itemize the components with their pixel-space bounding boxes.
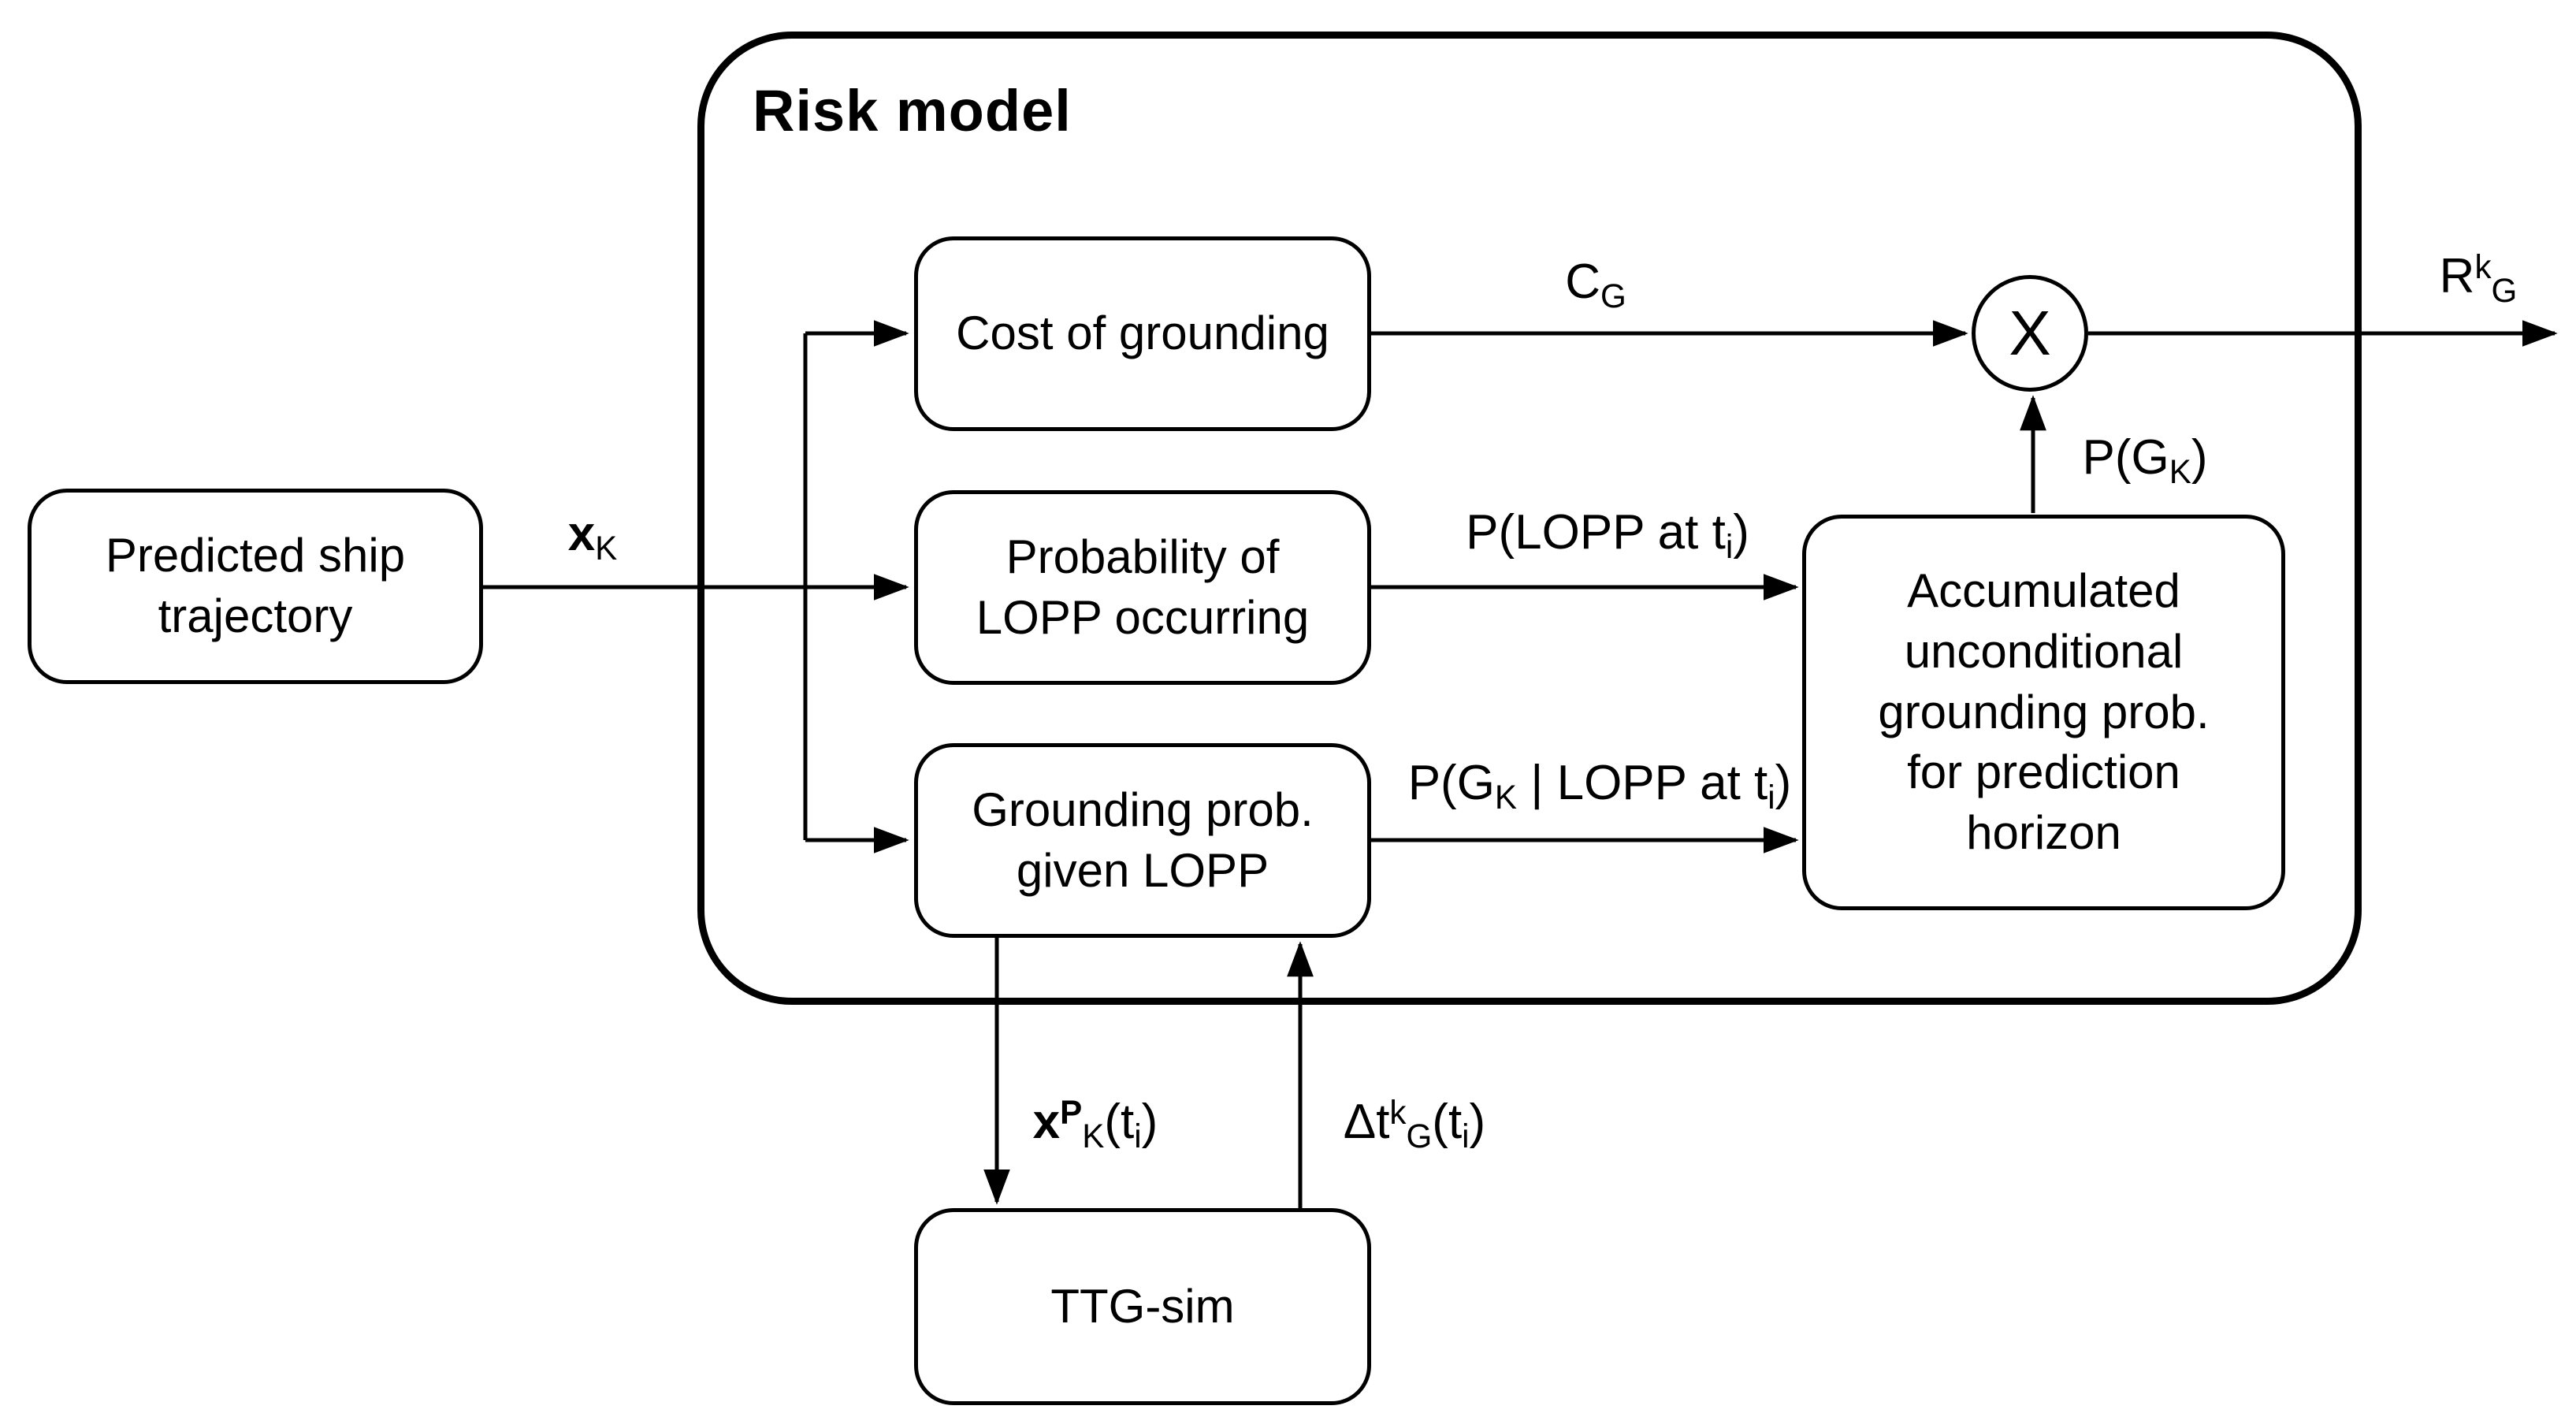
box-cost-of-grounding: Cost of grounding: [914, 236, 1371, 431]
box-label-line: grounding prob.: [1878, 685, 2210, 738]
label-c-g: CG: [1565, 254, 1626, 314]
label-part: Δt: [1343, 1095, 1390, 1149]
label-part: C: [1565, 255, 1600, 309]
label-p-gk-given-lopp: P(GK | LOPP at ti): [1407, 755, 1792, 816]
box-label-line: unconditional: [1904, 624, 2184, 678]
label-p-lopp-at-ti: P(LOPP at ti): [1466, 504, 1749, 565]
multiply-node: X: [1972, 275, 2088, 392]
label-superscript: k: [2474, 248, 2492, 286]
box-label-line: TTG-sim: [1050, 1279, 1235, 1333]
label-part: R: [2439, 249, 2475, 303]
label-superscript: P: [1060, 1094, 1083, 1132]
box-label-line: Grounding prob.: [972, 783, 1314, 836]
label-superscript: k: [1389, 1094, 1407, 1132]
label-subscript: K: [595, 529, 618, 567]
label-part: ): [1141, 1095, 1158, 1149]
label-part: (t: [1104, 1095, 1135, 1149]
label-part: ): [1469, 1095, 1486, 1149]
label-r-k-g: RkG: [2439, 248, 2518, 309]
box-accumulated-grounding-prob: Accumulated unconditional grounding prob…: [1802, 515, 2285, 910]
label-part: | LOPP at t: [1517, 756, 1768, 810]
label-part: ): [2191, 430, 2208, 485]
label-subscript: i: [1768, 778, 1775, 816]
box-label-line: trajectory: [158, 589, 353, 642]
box-label-line: given LOPP: [1016, 843, 1269, 897]
label-part: x: [1032, 1095, 1061, 1149]
label-subscript: i: [1462, 1117, 1470, 1155]
label-subscript: i: [1725, 527, 1734, 565]
box-label-line: Accumulated: [1907, 564, 2180, 617]
multiply-symbol: X: [2009, 298, 2051, 368]
label-subscript: K: [1082, 1117, 1105, 1155]
label-part: P(G: [2082, 430, 2169, 485]
box-grounding-prob-given-lopp: Grounding prob. given LOPP: [914, 743, 1371, 938]
box-label-line: Predicted ship: [105, 529, 406, 582]
label-subscript: G: [2491, 271, 2518, 309]
box-ttg-sim: TTG-sim: [914, 1208, 1371, 1405]
label-part: P(LOPP at t: [1466, 505, 1726, 560]
label-subscript: K: [2169, 452, 2191, 490]
risk-model-title: Risk model: [753, 78, 1072, 143]
label-x-p-k-ti: xPK(ti): [1032, 1094, 1158, 1155]
box-label-line: Probability of: [1005, 530, 1280, 583]
label-subscript: G: [1406, 1117, 1433, 1155]
box-label-line: LOPP occurring: [976, 590, 1310, 644]
label-part: (t: [1432, 1095, 1463, 1149]
box-predicted-ship-trajectory: Predicted ship trajectory: [28, 489, 483, 684]
label-subscript: G: [1600, 277, 1626, 314]
label-subscript: i: [1134, 1117, 1142, 1155]
box-label-line: for prediction: [1907, 746, 2180, 799]
box-label-line: horizon: [1966, 806, 2121, 860]
box-probability-of-lopp: Probability of LOPP occurring: [914, 490, 1371, 685]
label-part: x: [567, 507, 596, 561]
label-dt-k-g-ti: ΔtkG(ti): [1343, 1094, 1486, 1155]
label-subscript: K: [1494, 778, 1518, 816]
label-part: ): [1733, 505, 1749, 560]
label-p-gk: P(GK): [2082, 430, 2208, 490]
risk-model-container: [697, 32, 2362, 1005]
label-part: P(G: [1407, 756, 1495, 810]
box-label-line: Cost of grounding: [956, 307, 1329, 360]
label-part: ): [1775, 756, 1792, 810]
label-x-k: xK: [567, 506, 618, 567]
